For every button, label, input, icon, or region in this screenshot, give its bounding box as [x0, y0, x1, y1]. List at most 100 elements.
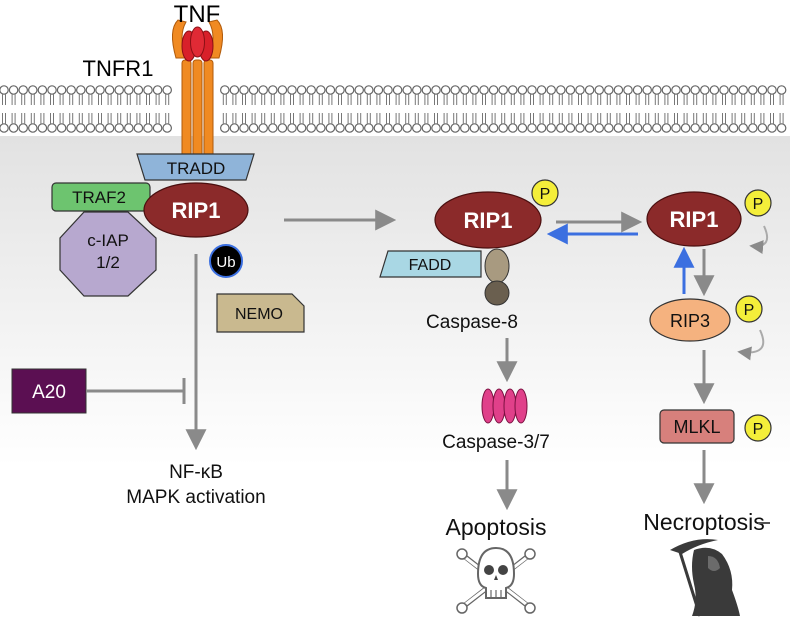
- lipid-tail: [376, 94, 381, 105]
- lipid-head: [488, 85, 499, 95]
- lipid-head: [344, 123, 355, 133]
- lipid-tail: [117, 94, 122, 105]
- lipid-head: [229, 85, 240, 95]
- lipid-head: [258, 123, 268, 133]
- lipid-tail: [779, 94, 784, 105]
- a20-box: [11, 368, 87, 414]
- lipid-tail: [414, 113, 419, 124]
- skull-crossbones-icon: [456, 546, 536, 614]
- lipid-tail: [587, 113, 592, 124]
- lipid-head: [104, 85, 115, 95]
- lipid-head: [479, 85, 489, 95]
- lipid-head: [162, 85, 172, 95]
- lipid-head: [315, 123, 326, 133]
- lipid-tail: [530, 113, 534, 124]
- lipid-tail: [78, 94, 83, 105]
- lipid-tail: [88, 94, 93, 105]
- nfkb-label-line2: MAPK activation: [126, 487, 265, 508]
- tnfr1-label: TNFR1: [83, 56, 154, 81]
- lipid-head: [431, 85, 441, 95]
- lipid-head: [56, 85, 67, 95]
- rip1-autophospho-arrow: [749, 225, 768, 254]
- lipid-tail: [472, 113, 477, 124]
- lipid-tail: [107, 113, 112, 124]
- lipid-tail: [443, 94, 448, 105]
- lipid-head: [287, 123, 297, 133]
- lipid-head: [104, 123, 115, 133]
- lipid-tail: [232, 113, 237, 124]
- lipid-head: [555, 123, 566, 133]
- lipid-head: [162, 123, 172, 133]
- lipid-head: [8, 123, 19, 133]
- lipid-head: [37, 123, 48, 133]
- lipid-head: [267, 123, 278, 133]
- lipid-tail: [405, 94, 410, 105]
- lipid-head: [536, 85, 547, 95]
- lipid-tail: [702, 94, 707, 105]
- lipid-head: [498, 123, 508, 133]
- lipid-tail: [712, 113, 717, 124]
- lipid-tail: [616, 94, 621, 105]
- lipid-head: [594, 123, 604, 133]
- lipid-tail: [443, 113, 448, 124]
- lipid-head: [728, 123, 739, 133]
- lipid-tail: [606, 113, 611, 124]
- lipid-tail: [683, 94, 688, 105]
- lipid-tail: [405, 113, 410, 124]
- lipid-head: [85, 85, 96, 95]
- rip3-label: RIP3: [670, 311, 710, 331]
- lipid-tail: [242, 113, 246, 124]
- lipid-tail: [21, 94, 26, 105]
- lipid-tail: [693, 94, 698, 105]
- lipid-tail: [434, 113, 438, 124]
- lipid-tail: [261, 94, 266, 105]
- lipid-tail: [126, 94, 131, 105]
- lipid-head: [277, 123, 288, 133]
- lipid-head: [459, 123, 470, 133]
- lipid-head: [258, 85, 268, 95]
- lipid-head: [402, 85, 412, 95]
- ubiquitin-circle: [209, 244, 243, 278]
- lipid-tail: [299, 94, 304, 105]
- lipid-tail: [395, 94, 400, 105]
- lipid-head: [699, 123, 710, 133]
- lipid-head: [152, 123, 163, 133]
- lipid-head: [555, 85, 566, 95]
- lipid-tail: [30, 94, 35, 105]
- lipid-tail: [750, 113, 755, 124]
- lipid-tail: [165, 113, 170, 124]
- lipid-head: [642, 85, 652, 95]
- lipid-head: [488, 123, 499, 133]
- lipid-tail: [328, 94, 333, 105]
- lipid-tail: [232, 94, 237, 105]
- rip1-complex2a-label: RIP1: [464, 208, 513, 233]
- lipid-head: [296, 123, 307, 133]
- lipid-tail: [645, 94, 650, 105]
- lipid-head: [296, 85, 307, 95]
- lipid-tail: [635, 113, 640, 124]
- lipid-head: [738, 85, 748, 95]
- lipid-head: [220, 123, 230, 133]
- lipid-tail: [702, 113, 707, 124]
- lipid-head: [402, 123, 412, 133]
- lipid-head: [661, 123, 672, 133]
- nfkb-label-line1: NF-κB: [169, 462, 223, 483]
- lipid-tail: [683, 113, 688, 124]
- lipid-tail: [386, 113, 390, 124]
- lipid-head: [133, 85, 144, 95]
- lipid-head: [344, 85, 355, 95]
- lipid-tail: [347, 94, 352, 105]
- lipid-tail: [222, 94, 227, 105]
- lipid-tail: [750, 94, 755, 105]
- lipid-head: [239, 85, 249, 95]
- a20-label: A20: [32, 382, 66, 403]
- lipid-head: [671, 123, 681, 133]
- mlkl-box: [659, 409, 735, 444]
- lipid-head: [315, 85, 326, 95]
- lipid-head: [18, 123, 28, 133]
- lipid-tail: [424, 94, 429, 105]
- lipid-head: [699, 85, 710, 95]
- lipid-tail: [453, 94, 458, 105]
- lipid-head: [517, 85, 528, 95]
- phospho-label-rip1-2b: P: [753, 196, 764, 213]
